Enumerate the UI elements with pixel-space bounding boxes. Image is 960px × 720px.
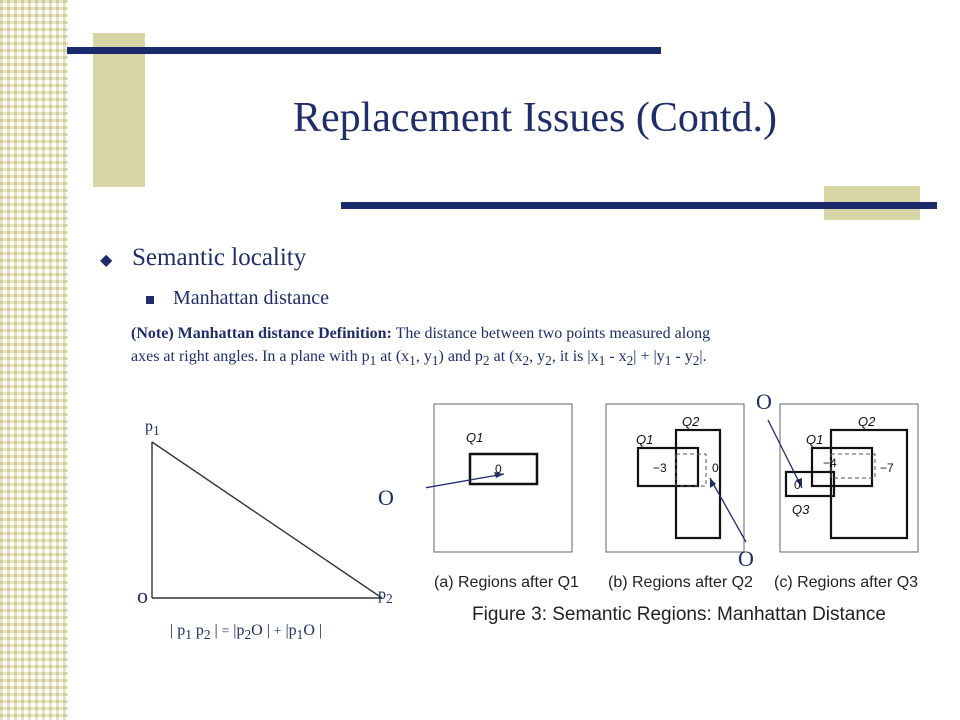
panel-c-q3-label: Q3 — [792, 502, 810, 517]
panel-c-zero: 0 — [794, 478, 801, 492]
bullet-text: Manhattan distance — [173, 287, 330, 309]
note-label: (Note) Manhattan distance Definition: — [131, 325, 392, 342]
panel-c-neg4: −4 — [823, 456, 837, 470]
arrow-o-bottom — [709, 477, 747, 543]
panel-b-q1 — [636, 446, 700, 488]
arrow-o-left — [426, 473, 505, 489]
square-bullet-icon — [146, 296, 154, 304]
panel-a-q1-label: Q1 — [466, 430, 484, 445]
panel-c-neg7: −7 — [880, 461, 894, 475]
panel-b-zero: 0 — [712, 461, 719, 475]
marker-o-left: O — [378, 485, 394, 510]
panel-b-frame — [605, 403, 745, 553]
marker-o-bottom: O — [738, 546, 754, 571]
panel-c-overlap — [830, 453, 876, 479]
panel-a-zero: 0 — [495, 462, 502, 476]
hypotenuse-edge — [151, 441, 383, 599]
marker-o-top: O — [756, 389, 772, 414]
panel-b-overlap — [675, 453, 707, 487]
caption-c: (c) Regions after Q3 — [774, 574, 919, 591]
definition-note: (Note) Manhattan distance Definition: Th… — [131, 325, 711, 369]
panel-c-q2-label: Q2 — [858, 414, 876, 429]
decorative-block-left — [93, 33, 145, 187]
title-rule — [341, 202, 937, 209]
panel-c-q2 — [829, 428, 909, 540]
diamond-bullet-icon: ◆ — [100, 252, 113, 269]
panel-b-q1-label: Q1 — [636, 432, 654, 447]
decorative-stripes — [0, 0, 68, 720]
panel-c-q1-label: Q1 — [806, 432, 824, 447]
note-line1: The distance between two points measured… — [395, 325, 711, 342]
panel-a-q1 — [468, 452, 539, 486]
panel-c-q3 — [784, 470, 836, 498]
label-p1: p1 — [145, 418, 160, 439]
top-rule — [67, 47, 661, 54]
distance-formula: | p1 p2 | = |p2O | + |p1O | — [170, 622, 323, 643]
triangle-diagram — [151, 441, 383, 599]
label-p2: p2 — [378, 586, 393, 607]
panel-b-neg3: −3 — [653, 461, 667, 475]
panel-c-frame — [779, 403, 919, 553]
panel-a-frame — [433, 403, 573, 553]
figure-caption: Figure 3: Semantic Regions: Manhattan Di… — [472, 604, 886, 625]
caption-a: (a) Regions after Q1 — [434, 574, 579, 591]
regions-figure — [426, 403, 919, 553]
slide-title: Replacement Issues (Contd.) — [292, 95, 778, 141]
panel-c-q1 — [810, 446, 874, 488]
panel-b-q2-label: Q2 — [682, 414, 700, 429]
arrow-o-top — [767, 419, 803, 489]
label-origin: o — [137, 583, 148, 608]
bullet-text: Semantic locality — [132, 244, 307, 271]
caption-b: (b) Regions after Q2 — [608, 574, 753, 591]
